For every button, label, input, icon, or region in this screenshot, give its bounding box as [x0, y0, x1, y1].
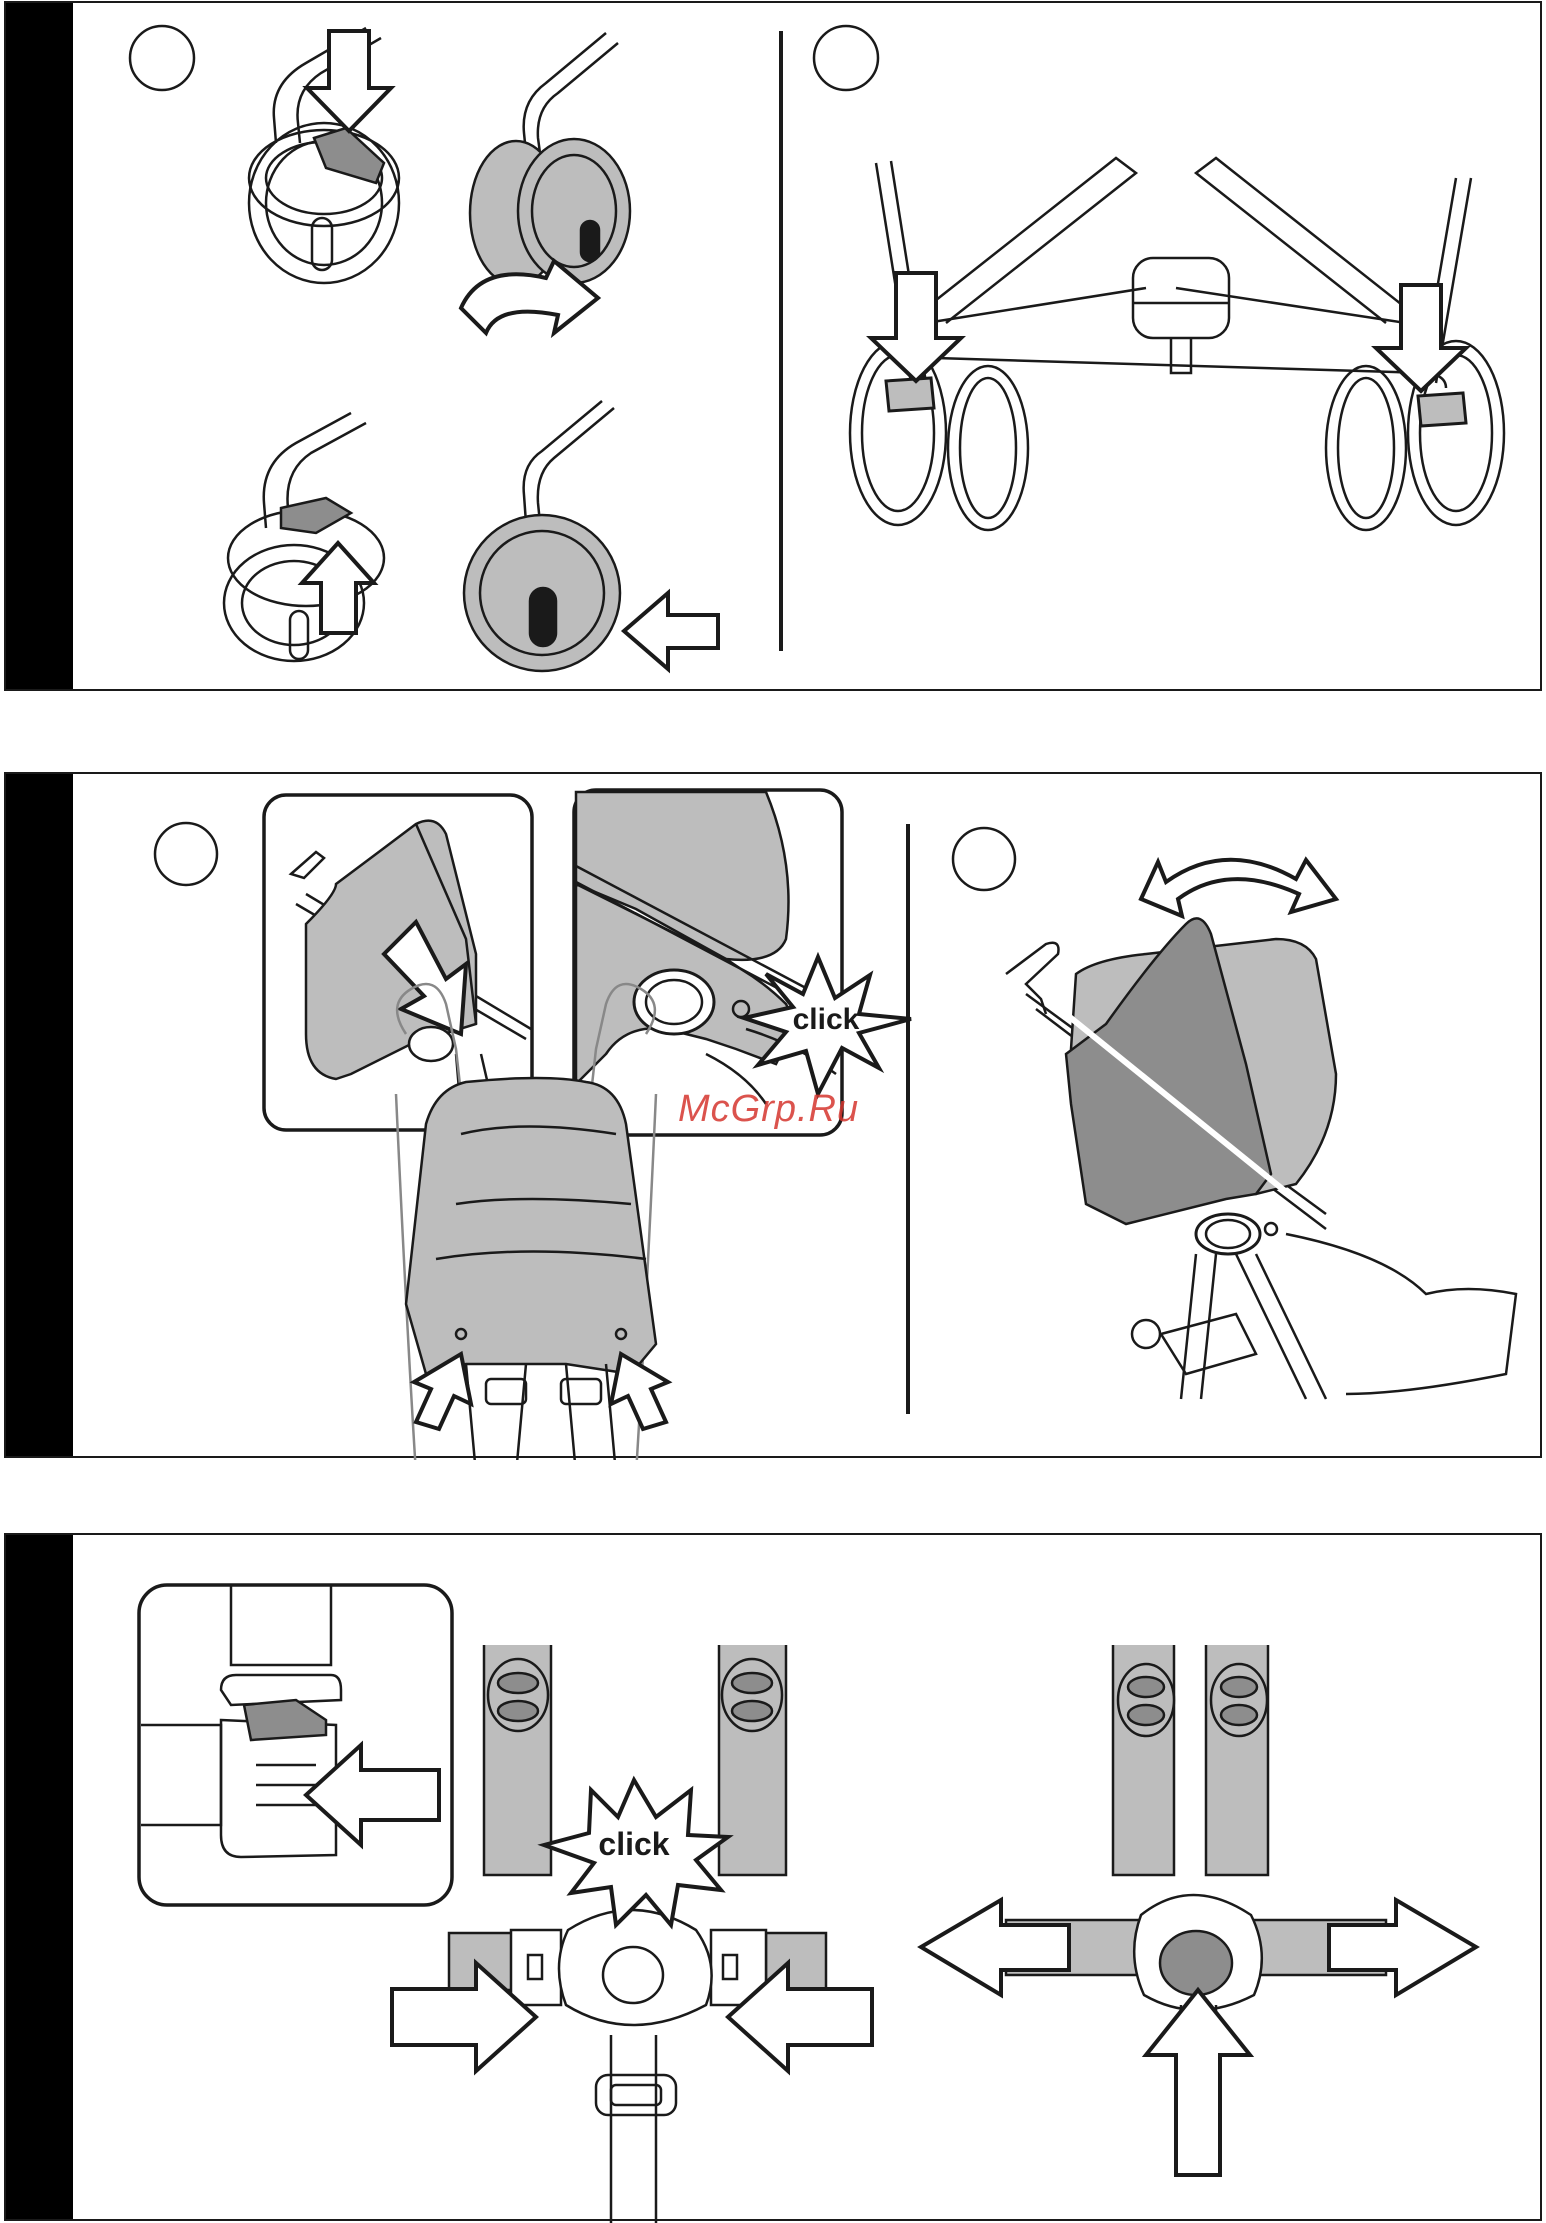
- inset-buckle-release: [139, 1585, 452, 1905]
- canopy-click-label: click: [793, 1003, 860, 1036]
- arrow-down-icon: [871, 273, 961, 381]
- wheel-top-right: [470, 33, 630, 285]
- arrow-up-icon: [1146, 1990, 1250, 2175]
- arrow-down-icon: [1376, 285, 1466, 391]
- arrow-down-icon: [307, 31, 391, 131]
- harness-illustration: click: [6, 1535, 1544, 2223]
- stroller-side-canopy: [1006, 918, 1516, 1399]
- wheel-bottom-right: [464, 401, 620, 671]
- arrow-up-icon: [302, 543, 374, 633]
- panel-wheels-brakes: [4, 1, 1542, 691]
- swivel-unlock-tab: [281, 498, 351, 533]
- wheel-brake-illustration: [6, 3, 1544, 693]
- brake-pedal-right: [1418, 393, 1466, 426]
- inset-canopy-click: [574, 790, 842, 1135]
- wheel-bottom-left: [224, 413, 384, 661]
- swivel-lock-tab: [314, 128, 384, 183]
- watermark: McGrp.Ru: [678, 1088, 859, 1131]
- step-circle-a: [130, 26, 194, 90]
- buckle-click-label: click: [598, 1826, 669, 1862]
- arrow-left-icon: [306, 1745, 439, 1845]
- arrow-left-icon: [624, 593, 718, 669]
- adjust-arrow-icon: [1141, 860, 1336, 916]
- arrow-up-left-icon: [611, 1354, 668, 1429]
- arrow-left-icon: [921, 1900, 1069, 1995]
- step-circle-c: [155, 823, 217, 885]
- brake-pedal-left: [886, 378, 934, 411]
- arrow-right-icon: [1329, 1900, 1476, 1995]
- step-circle-b: [814, 26, 878, 90]
- step-circle-d: [953, 828, 1015, 890]
- harness-buckle-in: [449, 1645, 826, 2223]
- panel-harness: click: [4, 1533, 1542, 2221]
